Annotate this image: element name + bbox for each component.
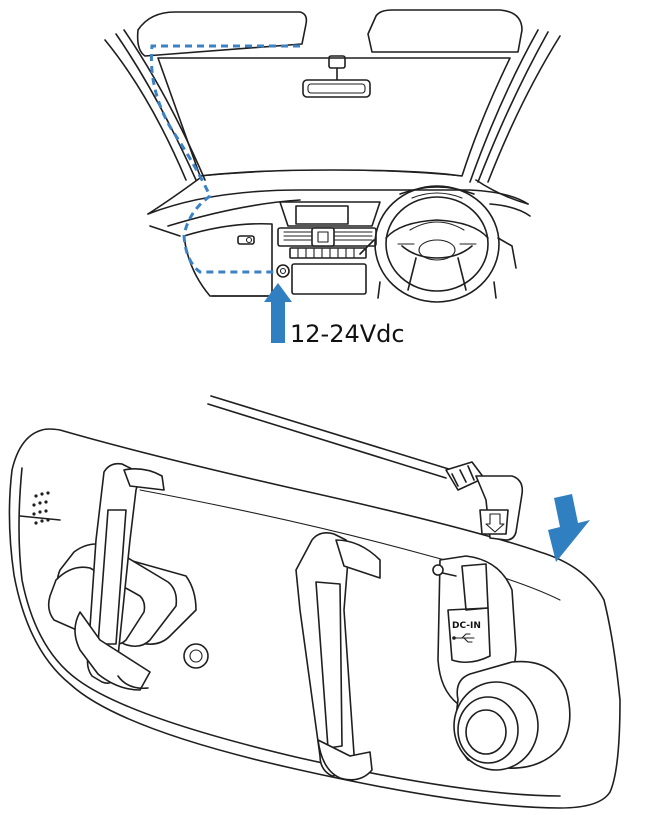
left-sun-visor	[136, 11, 308, 57]
right-mounting-strap	[295, 532, 381, 781]
speaker-grille	[32, 491, 50, 525]
up-arrow-icon	[264, 283, 292, 343]
windscreen	[157, 57, 511, 177]
glovebox-handle	[237, 235, 255, 245]
power-input-callout: 12-24Vdc	[264, 283, 405, 348]
dc-in-label: DC-IN	[452, 621, 481, 631]
voltage-label: 12-24Vdc	[290, 320, 405, 348]
power-cable	[210, 395, 453, 471]
camera-lens	[453, 660, 571, 771]
usb-icon	[452, 633, 475, 643]
left-a-pillar	[104, 39, 187, 181]
dashboard	[147, 189, 529, 215]
left-mounting-strap	[74, 462, 165, 691]
mirror-body	[8, 428, 621, 809]
down-arrow-icon	[548, 494, 590, 562]
usb-plug	[445, 461, 524, 541]
mirror-dashcam: DC-IN	[8, 395, 621, 809]
centre-display	[279, 201, 381, 227]
right-sun-visor	[367, 9, 523, 53]
air-vents	[277, 227, 377, 247]
cable-route	[149, 44, 300, 274]
rear-view-mirror	[302, 55, 371, 98]
steering-wheel	[374, 185, 500, 303]
right-a-pillar	[487, 35, 561, 183]
car-interior	[104, 9, 561, 303]
power-socket	[276, 264, 290, 278]
control-panel	[289, 247, 367, 295]
